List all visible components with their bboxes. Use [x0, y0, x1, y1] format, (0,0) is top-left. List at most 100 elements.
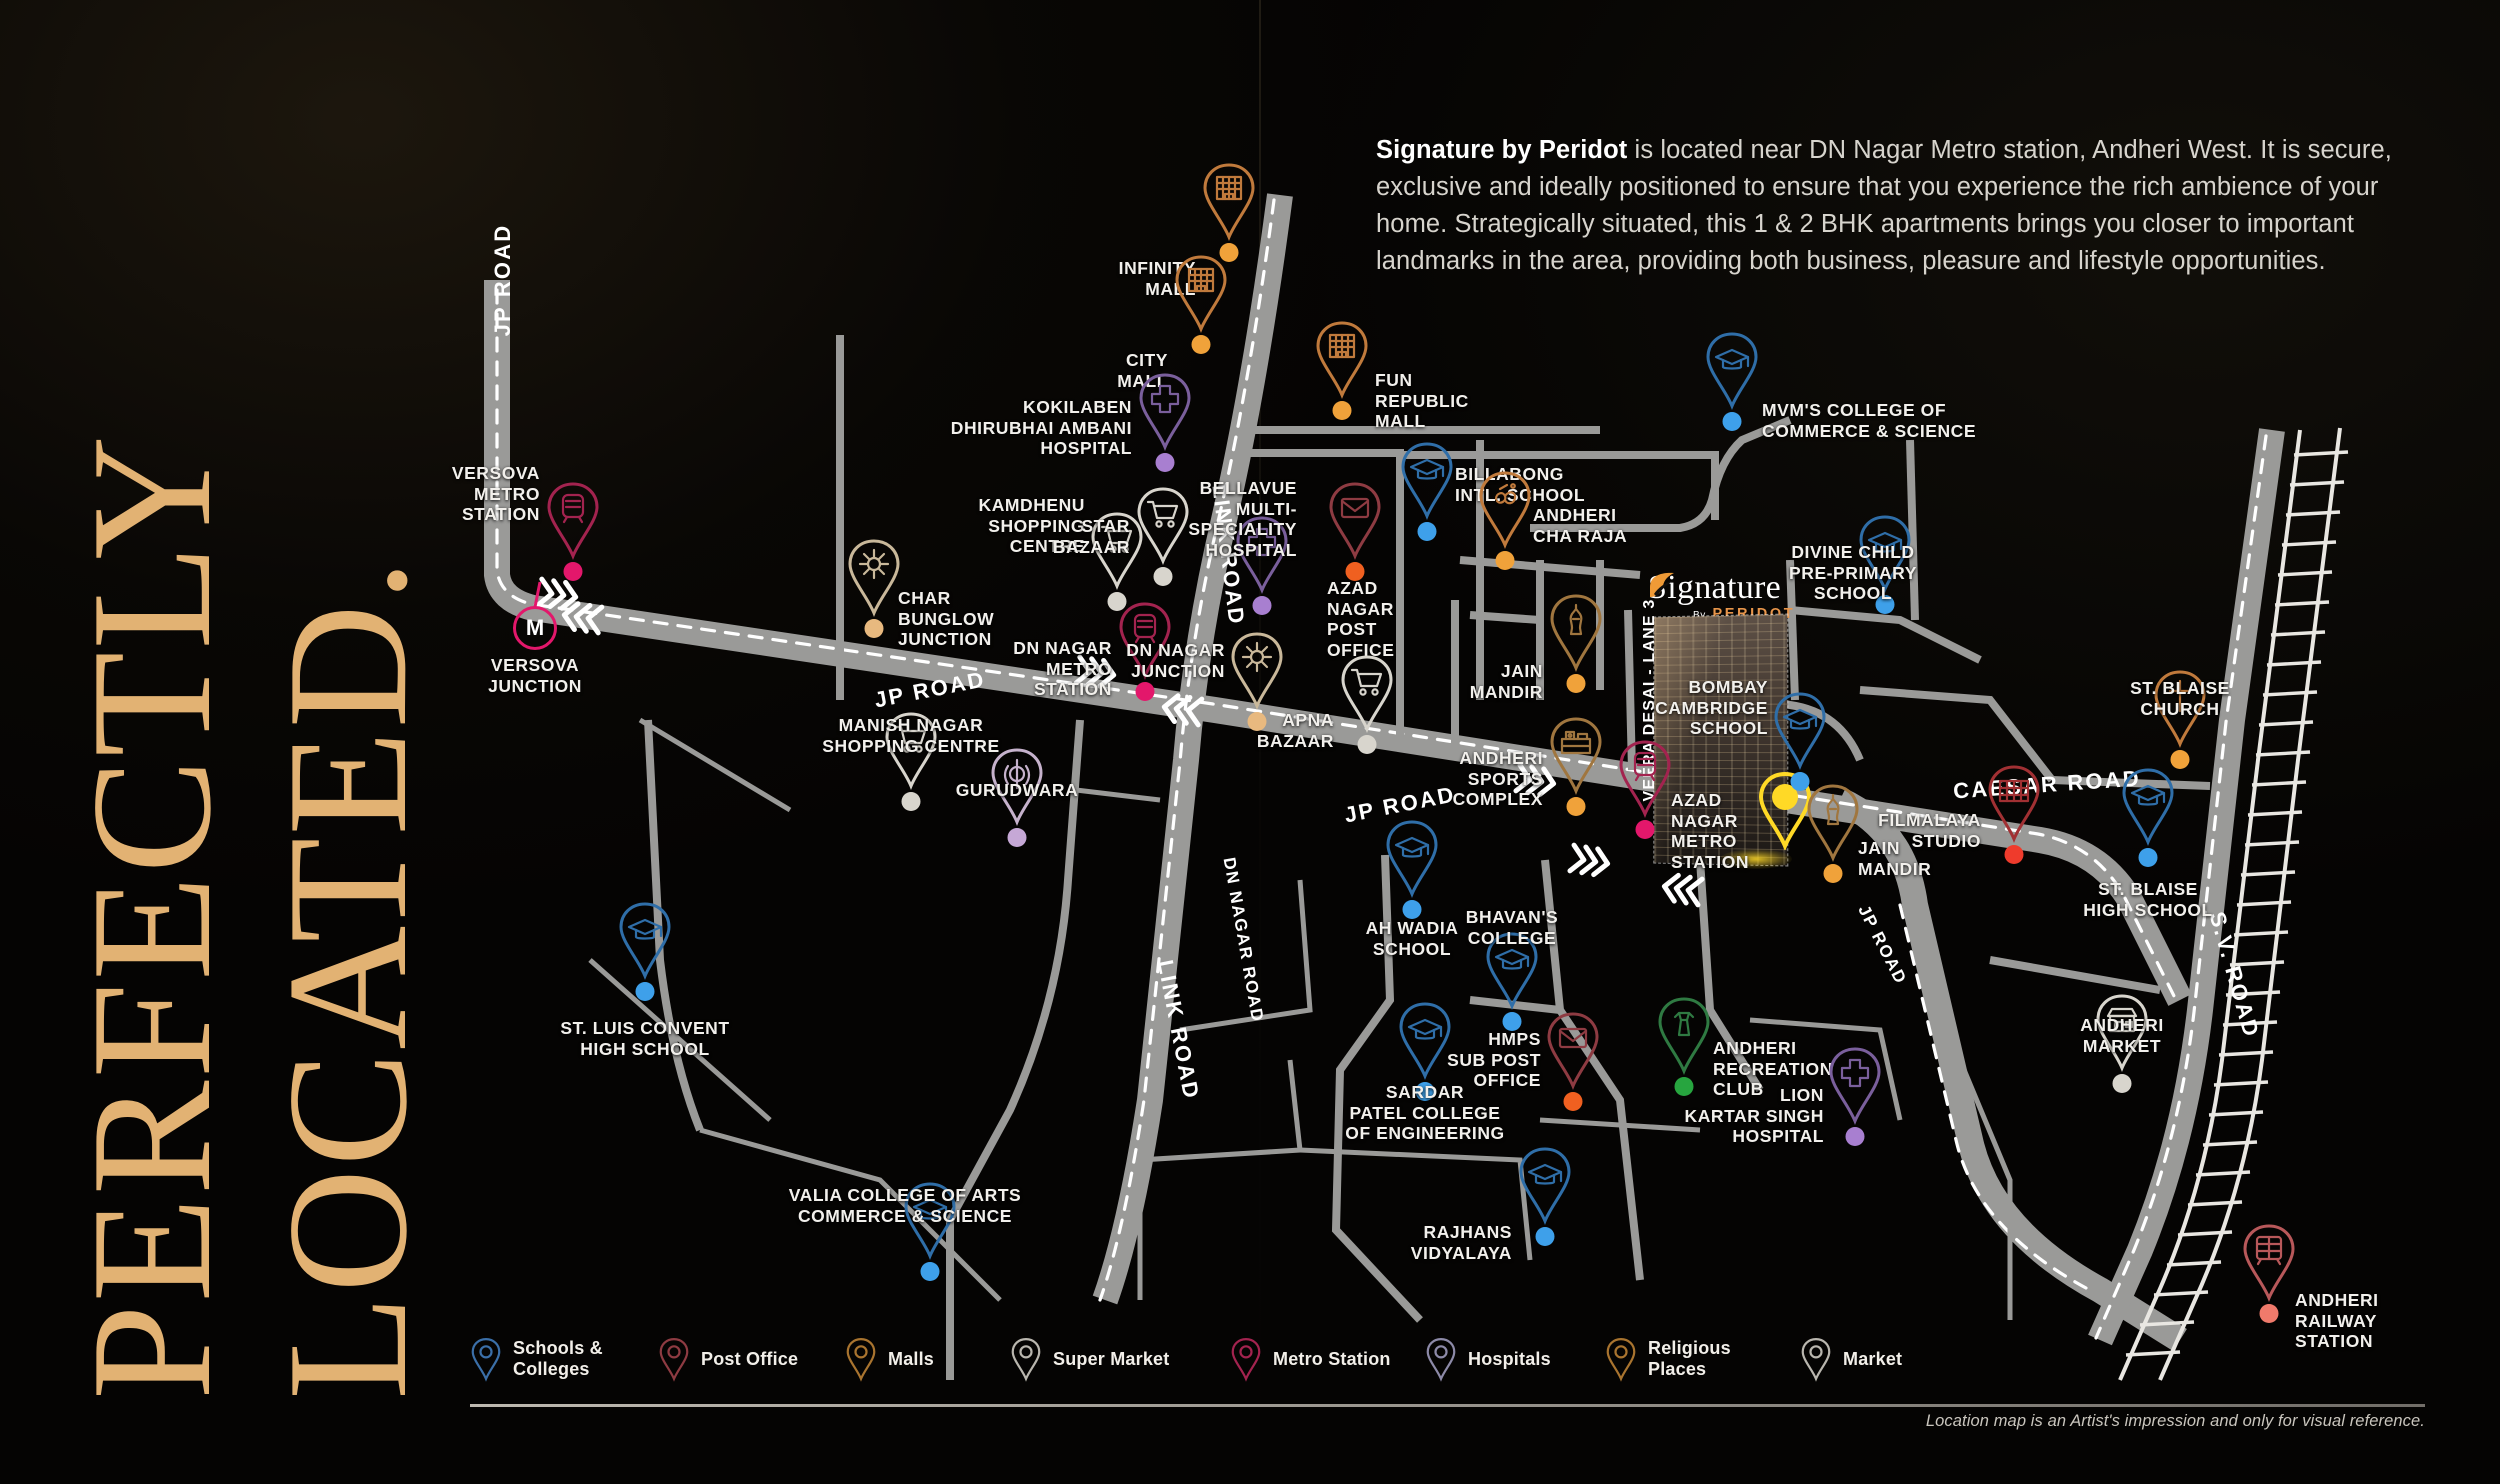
- map-label-star-bazaar: STAR BAZAAR: [1053, 516, 1130, 557]
- school-icon: [1516, 1145, 1574, 1225]
- map-pin-st-blaise-school[interactable]: [2119, 766, 2177, 846]
- legend-item-market[interactable]: Market: [1800, 1336, 1902, 1382]
- legend-item-label: Metro Station: [1273, 1349, 1391, 1370]
- map-pin-char-bunglow-jn[interactable]: [845, 537, 903, 617]
- legend-item-metro-station[interactable]: Metro Station: [1230, 1336, 1391, 1382]
- map-label-versova-metro: VERSOVA METRO STATION: [452, 463, 540, 525]
- map-legend: Schools & Colleges Post Office Malls Super …: [470, 1328, 2110, 1402]
- headline-line-1: PERFECTLY: [54, 433, 251, 1400]
- map-pin-city-mall[interactable]: [1172, 253, 1230, 333]
- metro-roundel-icon: M: [513, 606, 557, 650]
- map-pin-dot: [1358, 735, 1377, 754]
- sports-icon: [1547, 715, 1605, 795]
- map-pin-dot: [1154, 567, 1173, 586]
- mall-icon: [1172, 253, 1230, 333]
- map-label-valia-college: VALIA COLLEGE OF ARTS COMMERCE & SCIENCE: [789, 1185, 1022, 1226]
- map-label-dn-nagar-junction: DN NAGAR JUNCTION: [1126, 640, 1225, 681]
- mall-icon: [1200, 161, 1258, 241]
- mall-icon: [1313, 319, 1371, 399]
- map-label-bhavans-college: BHAVAN'S COLLEGE: [1466, 907, 1559, 948]
- legend-item-super-market[interactable]: Super Market: [1010, 1336, 1169, 1382]
- map-pin-star-bazaar[interactable]: [1134, 485, 1192, 565]
- cart-icon: [1134, 485, 1192, 565]
- map-pin-andheri-cha-raja[interactable]: [1476, 469, 1534, 549]
- map-pin-icon: [470, 1336, 502, 1382]
- map-pin-kokilaben-hospital[interactable]: [1136, 371, 1194, 451]
- map-pin-dot: [1824, 864, 1843, 883]
- map-label-gurudwara: GURUDWARA: [956, 780, 1079, 801]
- map-pin-dot: [1403, 900, 1422, 919]
- map-pin-rajhans-vidyalaya[interactable]: [1516, 1145, 1574, 1225]
- map-label-ah-wadia-school: AH WADIA SCHOOL: [1366, 918, 1459, 959]
- map-pin-lion-kartar-hosp[interactable]: [1826, 1045, 1884, 1125]
- school-icon: [1396, 1000, 1454, 1080]
- cart-icon: [1338, 653, 1396, 733]
- map-pin-dot: [1567, 674, 1586, 693]
- metro-icon: [544, 480, 602, 560]
- club-icon: [1655, 995, 1713, 1075]
- legend-item-label: Religious Places: [1648, 1338, 1731, 1380]
- disclaimer-text: Location map is an Artist's impression a…: [1926, 1412, 2425, 1431]
- legend-item-label: Market: [1843, 1349, 1902, 1370]
- map-pin-billabong-school[interactable]: [1398, 440, 1456, 520]
- map-pin-dot: [1156, 453, 1175, 472]
- map-pin-dot: [1846, 1127, 1865, 1146]
- legend-item-hospitals[interactable]: Hospitals: [1425, 1336, 1551, 1382]
- map-pin-azad-nagar-post[interactable]: [1326, 480, 1384, 560]
- legend-item-label: Super Market: [1053, 1349, 1169, 1370]
- map-pin-sardar-patel[interactable]: [1396, 1000, 1454, 1080]
- map-pin-filmalaya-studio[interactable]: [1985, 763, 2043, 843]
- map-label-azad-nagar-post: AZAD NAGAR POST OFFICE: [1327, 578, 1394, 660]
- map-pin-dot: [1567, 797, 1586, 816]
- map-label-hmps-post-office: HMPS SUB POST OFFICE: [1447, 1029, 1541, 1091]
- footer-rule: [470, 1404, 2425, 1407]
- map-pin-st-luis-convent[interactable]: [616, 900, 674, 980]
- legend-item-label: Hospitals: [1468, 1349, 1551, 1370]
- map-pin-ah-wadia-school[interactable]: [1383, 818, 1441, 898]
- map-pin-bombay-cambridge[interactable]: [1771, 690, 1829, 770]
- map-label-rajhans-vidyalaya: RAJHANS VIDYALAYA: [1411, 1222, 1512, 1263]
- legend-item-label: Malls: [888, 1349, 934, 1370]
- map-pin-infinity-mall[interactable]: [1200, 161, 1258, 241]
- map-pin-dot: [1636, 820, 1655, 839]
- map-pin-dot: [1418, 522, 1437, 541]
- road-label-jp-road-0: JP ROAD: [490, 224, 516, 337]
- train-icon: [2240, 1222, 2298, 1302]
- map-pin-fun-republic-mall[interactable]: [1313, 319, 1371, 399]
- map-pin-hmps-post-office[interactable]: [1544, 1010, 1602, 1090]
- map-label-st-blaise-school: ST. BLAISE HIGH SCHOOL: [2083, 879, 2213, 920]
- map-label-mvm-college: MVM'S COLLEGE OF COMMERCE & SCIENCE: [1762, 400, 1976, 441]
- map-pin-azad-nagar-metro[interactable]: [1616, 738, 1674, 818]
- map-pin-jain-mandir-1[interactable]: [1547, 592, 1605, 672]
- legend-item-religious-places[interactable]: Religious Places: [1605, 1336, 1731, 1382]
- legend-item-label: Schools & Colleges: [513, 1338, 603, 1380]
- school-icon: [616, 900, 674, 980]
- temple-icon: [1804, 782, 1862, 862]
- studio-icon: [1985, 763, 2043, 843]
- legend-item-post-office[interactable]: Post Office: [658, 1336, 798, 1382]
- map-pin-icon: [1010, 1336, 1042, 1382]
- map-pin-jain-mandir-2[interactable]: [1804, 782, 1862, 862]
- map-pin-andheri-recreation[interactable]: [1655, 995, 1713, 1075]
- map-pin-dot: [1496, 551, 1515, 570]
- map-pin-dot: [1253, 596, 1272, 615]
- legend-item-schools-colleges[interactable]: Schools & Colleges: [470, 1336, 603, 1382]
- map-pin-andheri-railway[interactable]: [2240, 1222, 2298, 1302]
- legend-item-malls[interactable]: Malls: [845, 1336, 934, 1382]
- map-pin-apna-bazaar[interactable]: [1338, 653, 1396, 733]
- map-label-andheri-market: ANDHERI MARKET: [2080, 1015, 2164, 1056]
- map-pin-dot: [2139, 848, 2158, 867]
- map-pin-dot: [1333, 401, 1352, 420]
- map-label-st-luis-convent: ST. LUIS CONVENT HIGH SCHOOL: [560, 1018, 729, 1059]
- map-pin-dot: [1136, 682, 1155, 701]
- peridot-leaf-icon: [1648, 571, 1682, 599]
- metro-icon: [1616, 738, 1674, 818]
- map-pin-dot: [1723, 412, 1742, 431]
- junction-icon: [845, 537, 903, 617]
- hospital-icon: [1136, 371, 1194, 451]
- map-pin-versova-metro[interactable]: [544, 480, 602, 560]
- map-pin-dn-nagar-junction[interactable]: [1228, 630, 1286, 710]
- map-pin-mvm-college[interactable]: [1703, 330, 1761, 410]
- school-icon: [1398, 440, 1456, 520]
- map-pin-andheri-sports[interactable]: [1547, 715, 1605, 795]
